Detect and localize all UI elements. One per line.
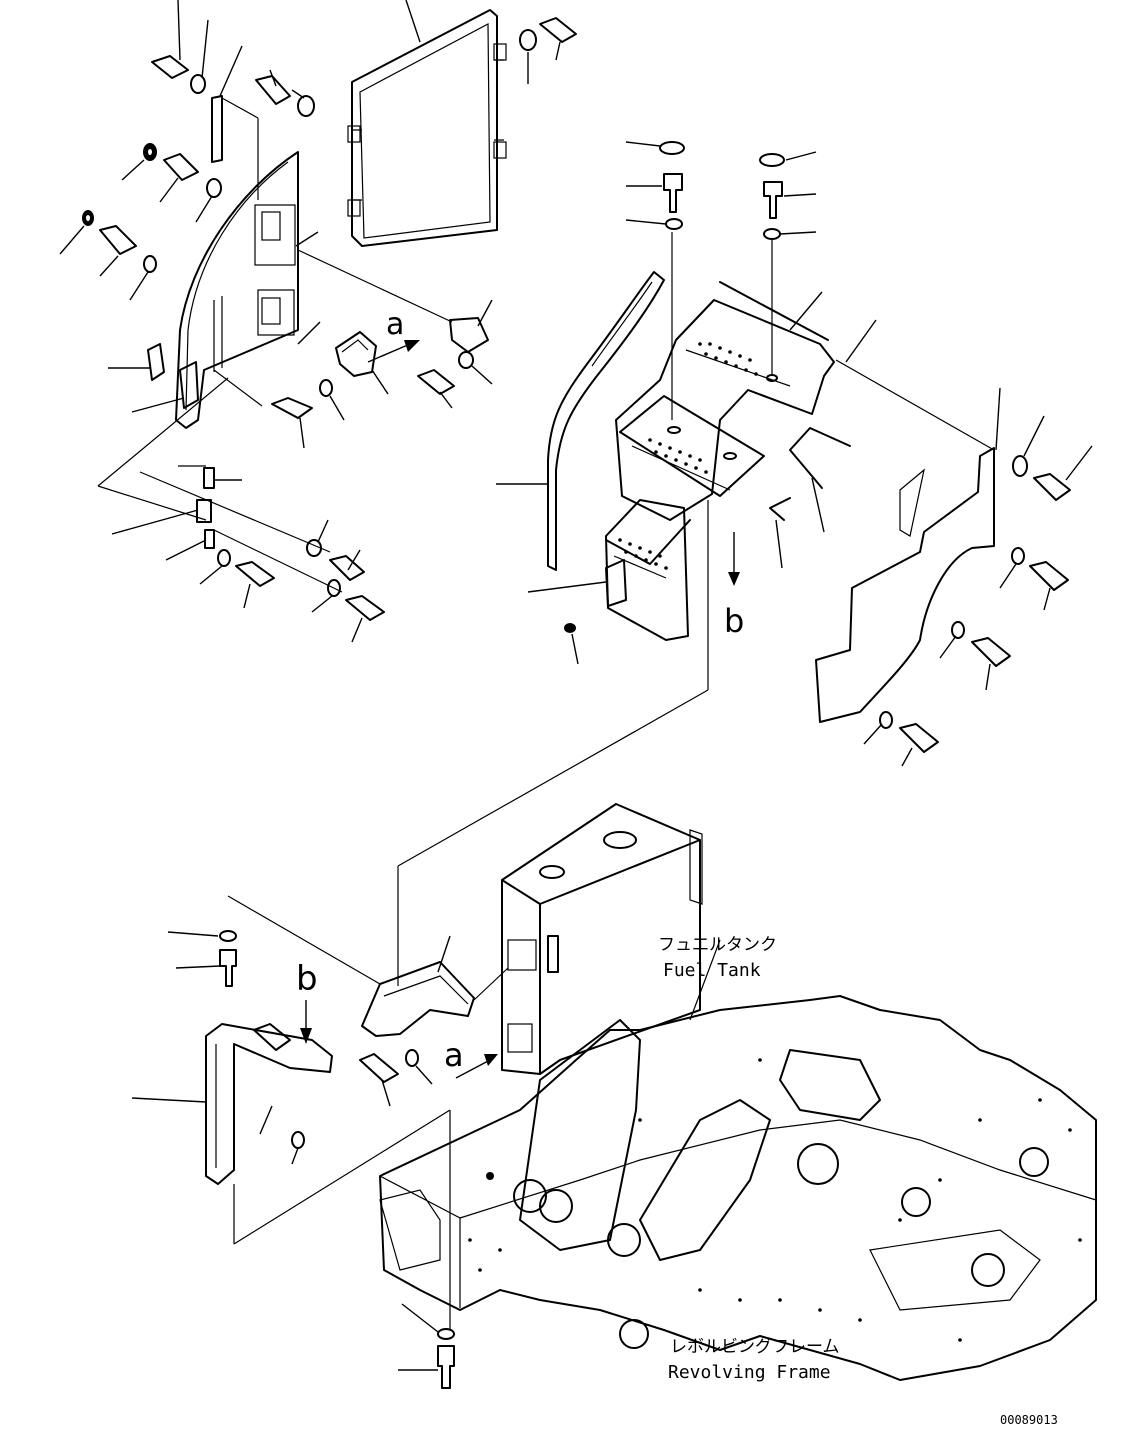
drawing-number: 00089013 [1000, 1413, 1058, 1427]
fuel-tank-label-jp: フュエルタンク [658, 935, 777, 955]
fuel-tank-and-frame: b a [131, 803, 1097, 1389]
svg-text:b: b [296, 959, 318, 999]
view-arrow-b-top: b [724, 532, 744, 640]
fuel-tank-label-en: Fuel Tank [663, 960, 761, 981]
rear-cover-assembly: a [59, 0, 577, 643]
view-arrow-a-bottom: a [444, 1036, 498, 1079]
revolving-frame-label-jp: レボルビングフレーム [670, 1337, 840, 1357]
svg-text:a: a [444, 1036, 464, 1074]
svg-text:a: a [386, 307, 404, 342]
view-arrow-b-bottom: b [296, 959, 318, 1044]
revolving-frame-label-en: Revolving Frame [668, 1362, 831, 1383]
svg-text:b: b [724, 602, 744, 640]
view-arrow-a-top: a [367, 307, 420, 363]
step-assembly: b [397, 141, 1093, 986]
